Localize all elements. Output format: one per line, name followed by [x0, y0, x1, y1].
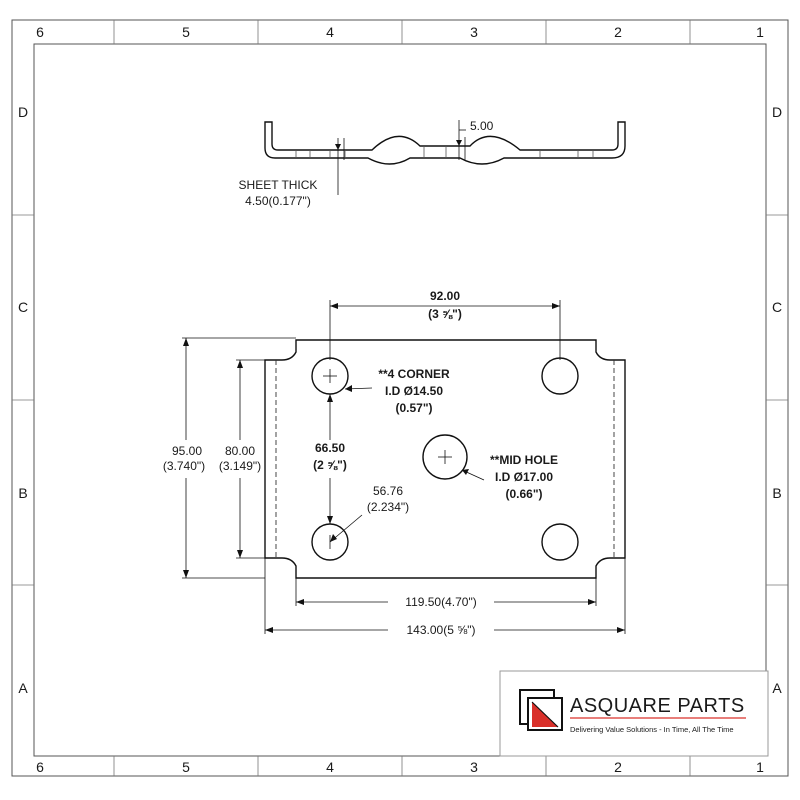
zone-row-b-left: B — [18, 485, 27, 501]
zone-row-a-left: A — [18, 680, 28, 696]
zone-col-2-bottom: 2 — [614, 759, 622, 775]
thickness-arrow — [456, 140, 462, 146]
corner-note-line1: **4 CORNER — [378, 367, 450, 381]
dim-width-inner: 119.50(4.70") — [405, 595, 476, 609]
zone-col-3-top: 3 — [470, 24, 478, 40]
mid-note-line3: (0.66") — [505, 487, 542, 501]
mid-note-line2: I.D Ø17.00 — [495, 470, 553, 484]
zone-row-d-left: D — [18, 104, 28, 120]
side-thickness-label: 5.00 — [470, 119, 494, 133]
sheet-thick-label: SHEET THICK — [239, 178, 318, 192]
company-logo — [519, 689, 563, 731]
dim-top-width-frac: (3 ⅝") — [428, 307, 462, 321]
plate-hidden-edges — [275, 360, 615, 558]
hole-bottom-right — [541, 523, 579, 561]
inner-border — [33, 43, 767, 757]
dim-height-outer-in: (3.740") — [163, 459, 205, 473]
hole-mid — [422, 434, 468, 480]
zone-row-b-right: B — [772, 485, 781, 501]
hole-top-right — [541, 357, 579, 395]
dim-width-outer: 143.00(5 ⅝") — [407, 623, 476, 637]
dim-diagonal: 56.76 — [373, 484, 403, 498]
corner-note-line3: (0.57") — [395, 401, 432, 415]
zone-col-5-bottom: 5 — [182, 759, 190, 775]
dimension-arrows — [183, 303, 625, 633]
side-view — [264, 121, 626, 165]
zone-col-6-top: 6 — [36, 24, 44, 40]
dim-vertical-spacing: 66.50 — [315, 441, 345, 455]
zone-col-4-bottom: 4 — [326, 759, 334, 775]
mid-note-line1: **MID HOLE — [490, 453, 558, 467]
hole-centermarks — [323, 369, 452, 549]
zone-col-2-top: 2 — [614, 24, 622, 40]
zone-row-a-right: A — [772, 680, 782, 696]
outer-border — [11, 19, 789, 777]
company-name: ASQUARE PARTS — [570, 695, 745, 717]
dim-diagonal-in: (2.234") — [367, 500, 409, 514]
zone-row-c-left: C — [18, 299, 28, 315]
side-view-hidden-lines — [295, 146, 594, 158]
dim-vertical-spacing-frac: (2 ⅝") — [313, 458, 347, 472]
dim-top-width: 92.00 — [430, 289, 460, 303]
zone-col-4-top: 4 — [326, 24, 334, 40]
side-profile-outer — [264, 121, 626, 165]
company-tagline: Delivering Value Solutions - In Time, Al… — [570, 725, 734, 734]
corner-note-line2: I.D Ø14.50 — [385, 384, 443, 398]
zone-col-1-bottom: 1 — [756, 759, 764, 775]
dim-height-inner-in: (3.149") — [219, 459, 261, 473]
zone-col-6-bottom: 6 — [36, 759, 44, 775]
dim-height-inner: 80.00 — [225, 444, 255, 458]
zone-col-1-top: 1 — [756, 24, 764, 40]
zone-row-c-right: C — [772, 299, 782, 315]
zone-dividers — [12, 20, 788, 776]
zone-col-5-top: 5 — [182, 24, 190, 40]
sheet-thick-arrow — [335, 144, 341, 150]
zone-col-3-bottom: 3 — [470, 759, 478, 775]
sheet-thick-value: 4.50(0.177") — [245, 194, 311, 208]
dim-height-outer: 95.00 — [172, 444, 202, 458]
zone-row-d-right: D — [772, 104, 782, 120]
